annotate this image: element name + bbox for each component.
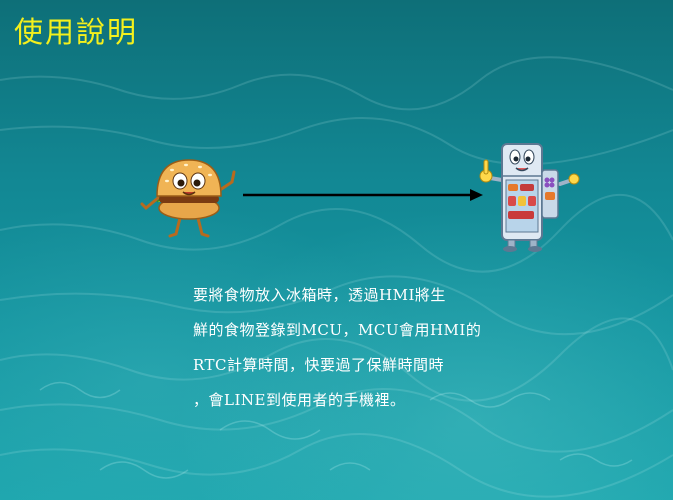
arrow-right-icon xyxy=(240,185,485,205)
description-text: 要將食物放入冰箱時，透過HMI將生 鮮的食物登錄到MCU，MCU會用HMI的 R… xyxy=(193,278,513,418)
description-line: ，會LINE到使用者的手機裡。 xyxy=(193,391,406,409)
description-line: 要將食物放入冰箱時，透過HMI將生 xyxy=(193,286,446,304)
page-title: 使用說明 xyxy=(14,15,139,49)
refrigerator-character-icon xyxy=(476,140,580,252)
hamburger-character-icon xyxy=(140,150,240,240)
description-line: RTC計算時間，快要過了保鮮時間時 xyxy=(193,356,445,374)
description-line: 鮮的食物登錄到MCU，MCU會用HMI的 xyxy=(193,321,482,339)
